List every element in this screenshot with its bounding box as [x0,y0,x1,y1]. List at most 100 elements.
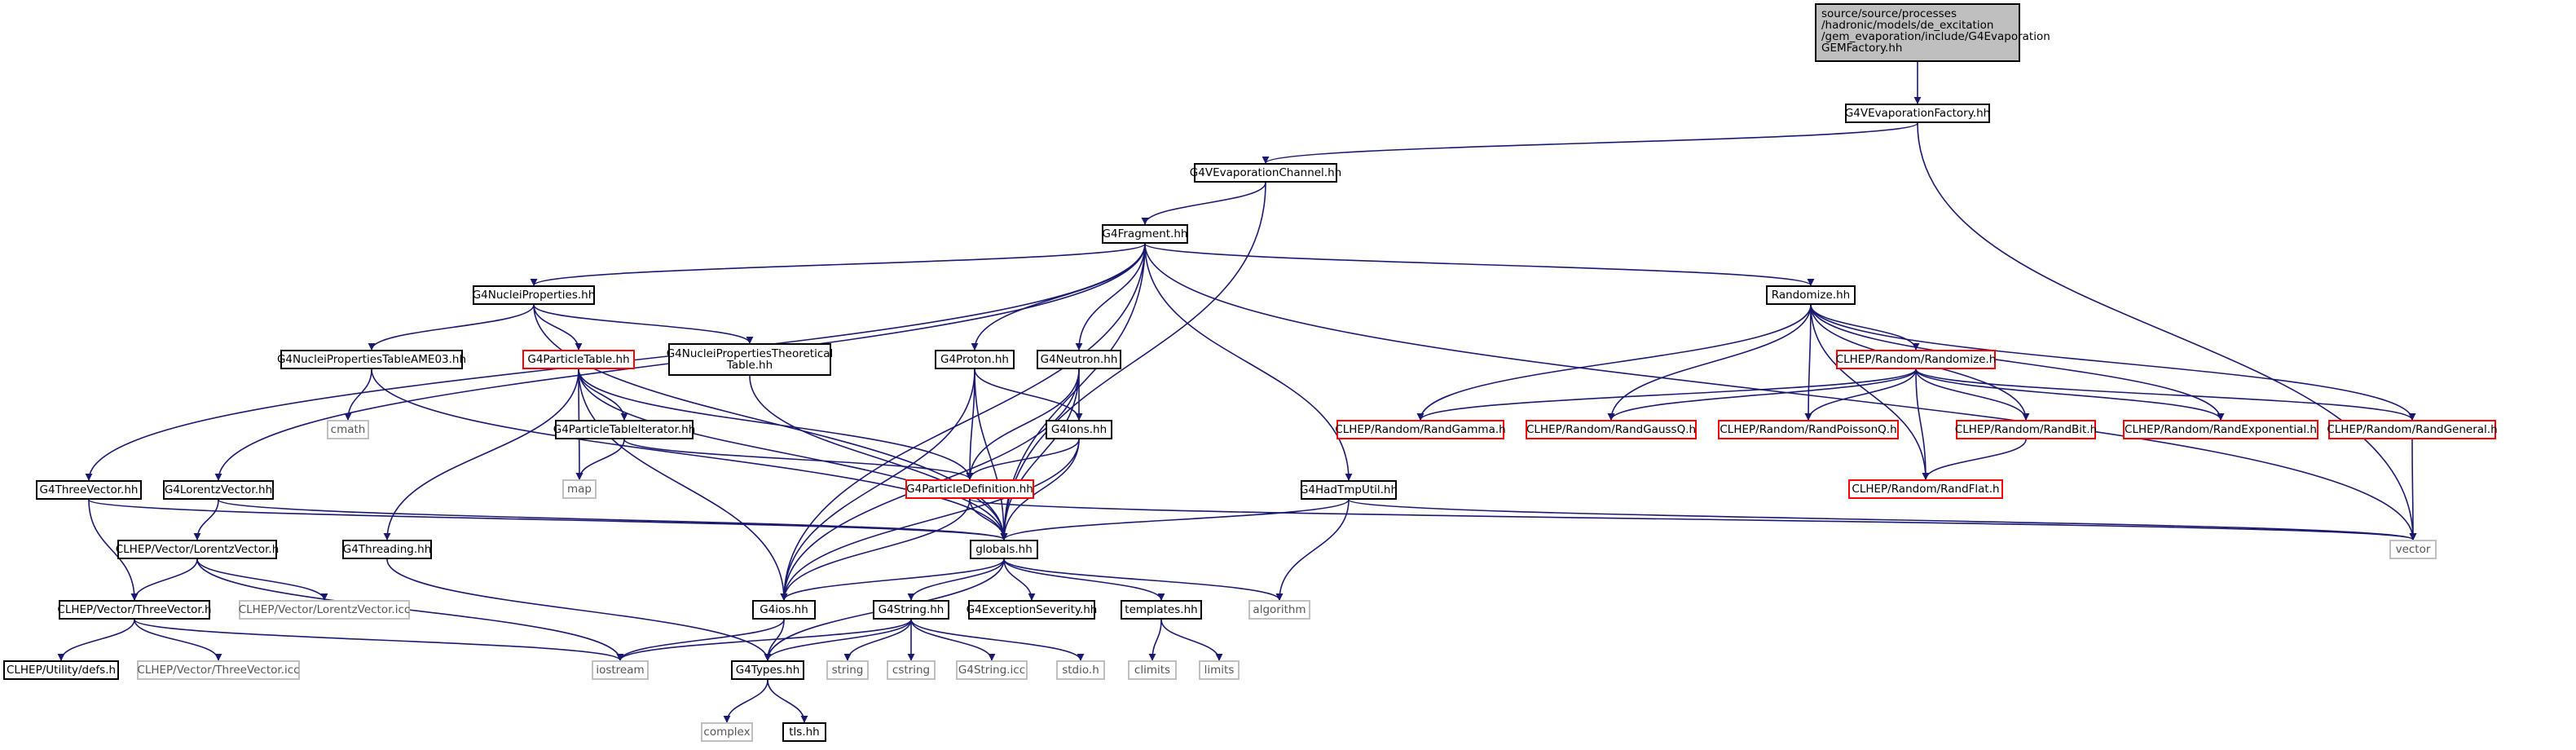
node-randomize[interactable]: Randomize.hh [1766,285,1856,305]
edge-nucleiprops-to-particletable [533,304,583,351]
node-complex[interactable]: complex [701,722,753,742]
node-g4proton[interactable]: G4Proton.hh [935,350,1015,369]
edge-clhep_randomize-to-randgamma [1416,368,1917,421]
node-g4lorentzvector[interactable]: G4LorentzVector.hh [163,480,274,500]
node-g4vevaporationchannel[interactable]: G4VEvaporationChannel.hh [1190,163,1341,183]
node-g4nucleipropertiestableame03[interactable]: G4NucleiPropertiesTableAME03.hh [277,350,466,369]
node-randflat[interactable]: CLHEP/Random/RandFlat.h [1848,479,2003,499]
node-g4hadtmputil[interactable]: G4HadTmpUtil.hh [1300,480,1398,500]
edge-particletable-to-particledef [578,368,974,480]
edge-threading-to-g4types [386,558,772,661]
edge-globals-to-algorithm [1003,558,1284,601]
edge-randbit-to-randflat [1922,439,2027,480]
node-vector[interactable]: vector [2389,540,2437,559]
node-g4string[interactable]: G4String.hh [873,600,949,620]
node-stdio[interactable]: stdio.h [1056,660,1105,680]
edge-globals-to-g4ios [780,558,1005,601]
edge-fragment-to-g4ios [780,243,1146,601]
edge-fragment-to-vector [1144,243,2417,540]
node-limits[interactable]: limits [1199,660,1240,680]
node-g4particletableiterator[interactable]: G4ParticleTableIterator.hh [553,420,695,439]
node-g4exceptionseverity[interactable]: G4ExceptionSeverity.hh [967,600,1097,620]
node-g4particletable[interactable]: G4ParticleTable.hh [522,350,635,369]
edge-neutron-to-particledef [966,368,1080,480]
node-g4threevector[interactable]: G4ThreeVector.hh [36,480,142,500]
edge-lorentzvector-to-globals [218,499,1008,540]
edge-fragment-to-randomize [1144,243,1815,286]
node-templates[interactable]: templates.hh [1121,600,1202,620]
edge-fragment-to-proton [971,243,1146,351]
node-tls[interactable]: tls.hh [782,722,826,742]
edge-randomize-to-randpoissonq [1804,304,1812,421]
node-cmath[interactable]: cmath [327,420,369,439]
edge-clhep_lorentz-to-clhep_threevec [130,558,198,601]
node-clhep-lorentzvector[interactable]: CLHEP/Vector/LorentzVector.h [116,540,279,559]
node-randexponential[interactable]: CLHEP/Random/RandExponential.h [2123,420,2318,439]
node-clhep-randomize[interactable]: CLHEP/Random/Randomize.h [1836,350,1996,369]
edge-randomize-to-randflat [1810,304,1930,480]
edge-g4ios-to-iostream [616,619,785,661]
edge-neutron-to-globals [1000,368,1080,540]
node-randgamma[interactable]: CLHEP/Random/RandGamma.h [1335,420,1506,439]
edge-proton-to-globals [974,368,1008,540]
edge-hadtmputil-to-globals [1000,499,1350,540]
node-string[interactable]: string [826,660,869,680]
node-climits[interactable]: climits [1128,660,1177,680]
edge-clhep_threevec-to-iostream [134,619,624,661]
node-g4ions[interactable]: G4Ions.hh [1046,420,1112,439]
edge-particletable-to-threading [383,368,579,540]
edge-randgeneral-to-vector [2409,439,2417,540]
edge-hadtmputil-to-algorithm [1275,499,1350,601]
node-g4string-icc[interactable]: G4String.icc [956,660,1028,680]
node-clhep-lorentzvector-icc[interactable]: CLHEP/Vector/LorentzVector.icc [239,600,410,620]
edge-nucleiprops-to-nucleitheor [533,304,754,344]
node-g4ios[interactable]: G4ios.hh [752,600,816,620]
node-clhep-utility-defs[interactable]: CLHEP/Utility/defs.h [3,660,119,680]
edge-particledef-to-g4ios [780,498,971,601]
edge-fragment-to-nucleiprops [530,243,1146,286]
node-algorithm[interactable]: algorithm [1248,600,1310,620]
node-cstring[interactable]: cstring [887,660,936,680]
node-randpoissonq[interactable]: CLHEP/Random/RandPoissonQ.h [1718,420,1899,439]
edge-nucleitheor-to-globals [749,375,1008,540]
edge-ptiterator-to-particledef [623,439,974,480]
node-root-file[interactable]: source/source/processes /hadronic/models… [1815,3,2050,62]
edge-proton-to-g4ios [780,368,975,601]
edge-nucleiprops-to-nucleiame03 [368,304,535,351]
edge-g4string-to-stdio [910,619,1085,661]
node-g4threading[interactable]: G4Threading.hh [342,540,432,559]
edge-clhep_randomize-to-randgaussq [1607,368,1917,421]
edge-threevector-to-globals [88,499,1008,540]
edge-vevapfactory-to-vevapchannel [1262,122,1918,164]
edge-clhep_randomize-to-randgeneral [1915,368,2416,421]
node-clhep-threevector-icc[interactable]: CLHEP/Vector/ThreeVector.icc [137,660,300,680]
edge-threevector-to-clhep_threevec [88,499,139,601]
edge-ions-to-g4ios [780,439,1080,601]
edge-particletable-to-globals [578,368,1008,540]
node-g4neutron[interactable]: G4Neutron.hh [1037,350,1121,369]
node-randgaussq[interactable]: CLHEP/Random/RandGaussQ.h [1526,420,1697,439]
edge-randomize-to-randgaussq [1607,304,1812,421]
node-g4nucleiproperties[interactable]: G4NucleiProperties.hh [473,285,595,305]
node-iostream[interactable]: iostream [592,660,649,680]
node-randbit[interactable]: CLHEP/Random/RandBit.h [1955,420,2097,439]
node-g4types[interactable]: G4Types.hh [731,660,804,680]
node-g4particledefinition[interactable]: G4ParticleDefinition.hh [905,479,1034,499]
edge-templates-to-limits [1160,619,1223,661]
node-map[interactable]: map [562,479,597,499]
edge-hadtmputil-to-vector [1348,499,2417,540]
edge-clhep_randomize-to-randexp [1915,368,2225,421]
node-g4nucleipropertiestheoretical[interactable]: G4NucleiPropertiesTheoretical Table.hh [667,343,833,376]
node-g4fragment[interactable]: G4Fragment.hh [1102,224,1188,244]
node-clhep-threevector[interactable]: CLHEP/Vector/ThreeVector.h [57,600,212,620]
edge-lorentzvector-to-clhep_lorentz [193,499,219,540]
edge-clhep_randomize-to-randflat [1915,368,1930,480]
edge-globals-to-exceptionseverity [1003,558,1036,601]
node-globals[interactable]: globals.hh [970,540,1038,559]
edge-nucleiame03-to-cmath [344,368,372,421]
node-randgeneral[interactable]: CLHEP/Random/RandGeneral.h [2327,420,2498,439]
edge-g4types-to-complex [723,679,768,723]
edge-g4string-to-string_icc [910,619,996,661]
node-g4vevaporationfactory[interactable]: G4VEvaporationFactory.hh [1845,104,1990,123]
